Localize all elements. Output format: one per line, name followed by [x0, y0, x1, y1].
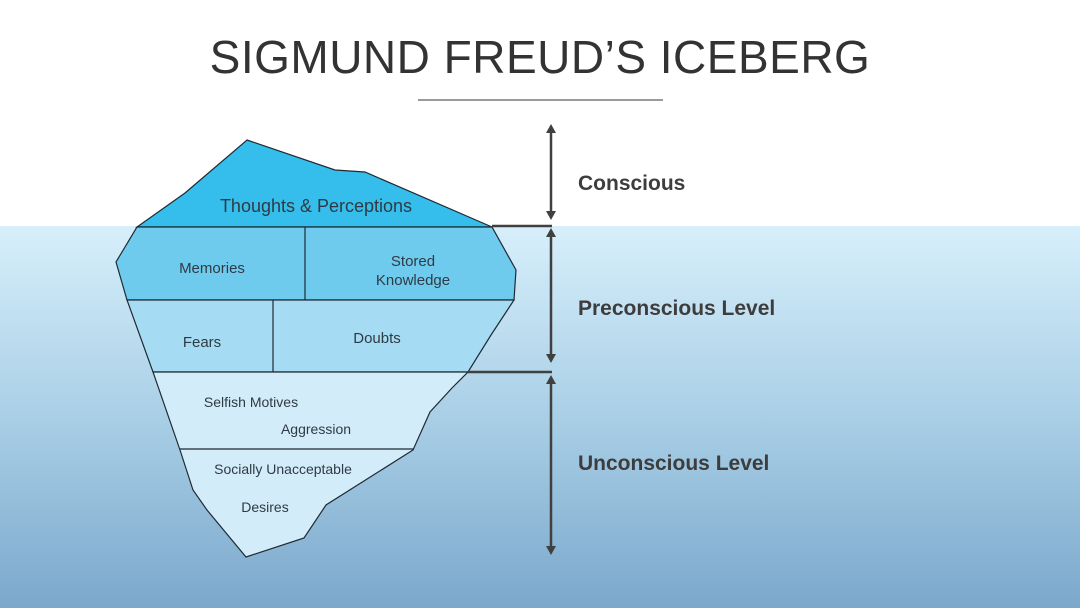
- iceberg-middle-upper-section: [115, 226, 517, 301]
- arrow-unconscious: [546, 375, 556, 555]
- label-memories: Memories: [179, 260, 245, 277]
- label-stored: Stored: [391, 253, 435, 270]
- title-underline: [418, 99, 663, 101]
- level-label-preconscious: Preconscious Level: [578, 297, 775, 320]
- label-knowledge: Knowledge: [376, 272, 450, 289]
- label-selfish-motives: Selfish Motives: [204, 394, 298, 410]
- label-aggression: Aggression: [281, 421, 351, 437]
- iceberg-middle-lower-section: [126, 299, 516, 373]
- arrow-preconscious: [546, 228, 556, 363]
- page-title: SIGMUND FREUD’S ICEBERG: [209, 31, 871, 83]
- label-doubts: Doubts: [353, 330, 401, 347]
- label-thoughts-perceptions: Thoughts & Perceptions: [220, 196, 412, 216]
- label-socially-unacceptable: Socially Unacceptable: [214, 461, 352, 477]
- level-label-unconscious: Unconscious Level: [578, 452, 769, 475]
- label-desires: Desires: [241, 499, 288, 515]
- arrow-conscious: [546, 124, 556, 220]
- label-fears: Fears: [183, 334, 221, 351]
- level-label-conscious: Conscious: [578, 172, 685, 195]
- iceberg-lower-section: [152, 371, 470, 558]
